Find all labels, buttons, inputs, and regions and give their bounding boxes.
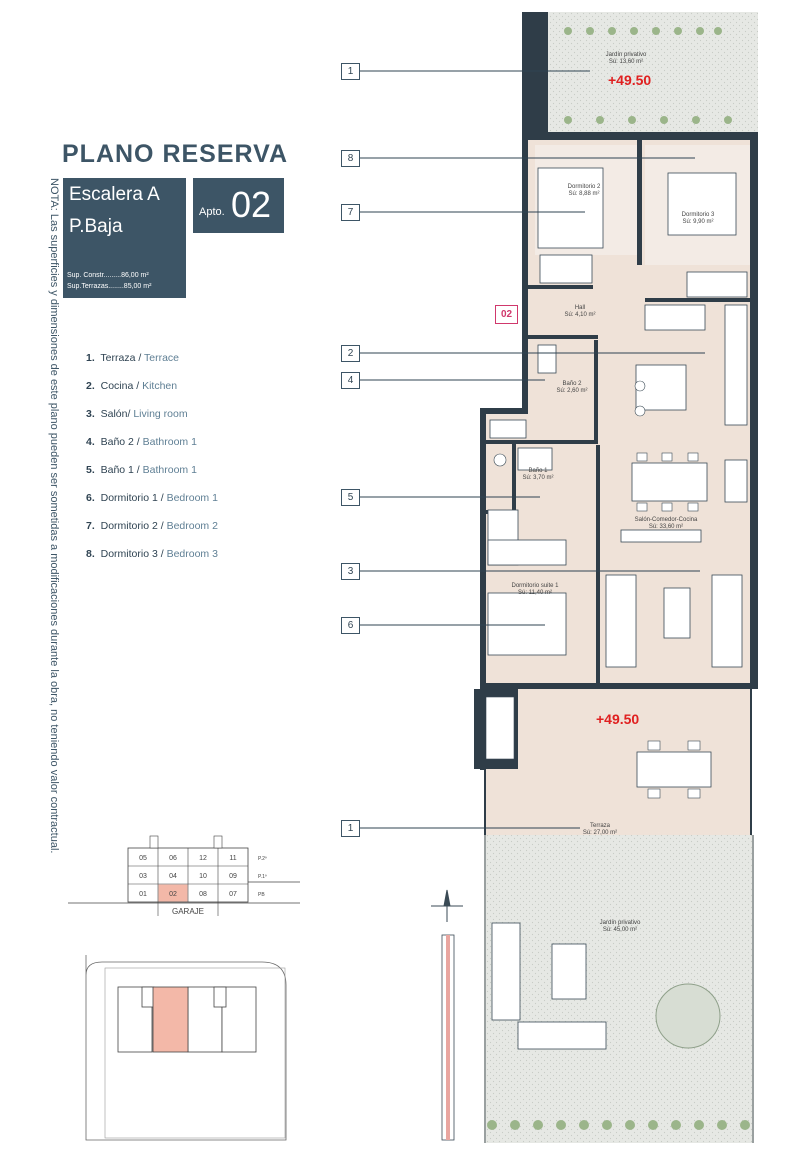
svg-text:Sú: 11,40 m²: Sú: 11,40 m² [518, 590, 552, 596]
svg-text:10: 10 [199, 873, 207, 880]
svg-text:12: 12 [199, 855, 207, 862]
svg-text:Sú: 45,00 m²: Sú: 45,00 m² [603, 927, 637, 933]
callout-cocina: 2 [341, 345, 360, 362]
svg-text:05: 05 [139, 855, 147, 862]
svg-text:02: 02 [169, 891, 177, 898]
svg-text:Baño 2: Baño 2 [562, 381, 582, 387]
svg-text:04: 04 [169, 873, 177, 880]
svg-text:09: 09 [229, 873, 237, 880]
sup-constr: Sup. Constr.........86,00 m² [67, 272, 149, 279]
callout-terraza: 1 [341, 63, 360, 80]
page-title: PLANO RESERVA [62, 140, 289, 168]
info-box: Escalera A P.Baja Sup. Constr.........86… [63, 178, 186, 298]
svg-text:Sú: 9,90 m²: Sú: 9,90 m² [682, 219, 713, 225]
svg-text:Jardín privativo: Jardín privativo [606, 52, 647, 58]
legend-item: 1. Terraza / Terrace [86, 352, 180, 364]
svg-text:01: 01 [139, 891, 147, 898]
svg-text:11: 11 [229, 855, 236, 862]
svg-text:08: 08 [199, 891, 207, 898]
svg-text:Sú: 8,88 m²: Sú: 8,88 m² [568, 191, 599, 197]
legend-item: 6. Dormitorio 1 / Bedroom 1 [86, 492, 218, 504]
key-plan: 05 06 12 11 03 04 10 09 01 02 08 07 GARA… [68, 835, 300, 916]
svg-text:P.2º: P.2º [258, 856, 267, 862]
svg-text:Jardín privativo: Jardín privativo [600, 920, 641, 926]
callout-terraza-2: 1 [341, 820, 360, 837]
legend-item: 7. Dormitorio 2 / Bedroom 2 [86, 520, 218, 532]
callout-dorm3: 8 [341, 150, 360, 167]
callout-bano1: 5 [341, 489, 360, 506]
svg-text:Sú: 2,60 m²: Sú: 2,60 m² [556, 388, 587, 394]
svg-text:Salón-Comedor-Cocina: Salón-Comedor-Cocina [635, 517, 698, 523]
apartment-box: Apto. 02 [193, 178, 284, 233]
price-terrace: +49.50 [596, 711, 640, 727]
svg-text:Sú: 13,60 m²: Sú: 13,60 m² [609, 59, 643, 65]
callout-salon: 3 [341, 563, 360, 580]
legend-item: 8. Dormitorio 3 / Bedroom 3 [86, 548, 218, 560]
escalera-label: Escalera A [69, 184, 160, 205]
svg-text:GARAJE: GARAJE [172, 907, 204, 916]
unit-badge: 02 [495, 305, 518, 324]
planta-label: P.Baja [69, 216, 123, 237]
site-plan [85, 955, 287, 1141]
svg-text:06: 06 [169, 855, 177, 862]
callout-dorm2: 7 [341, 204, 360, 221]
legend-item: 3. Salón/ Living room [86, 408, 188, 420]
sup-terrazas: Sup.Terrazas........85,00 m² [67, 283, 152, 290]
price-garden-top: +49.50 [608, 72, 652, 88]
svg-text:P.1º: P.1º [258, 874, 267, 880]
svg-text:Hall: Hall [575, 305, 585, 311]
svg-text:Dormitorio 3: Dormitorio 3 [682, 212, 715, 218]
svg-text:Sú: 4,10 m²: Sú: 4,10 m² [564, 312, 595, 318]
legend-item: 5. Baño 1 / Bathroom 1 [86, 464, 197, 476]
svg-text:Dormitorio suite 1: Dormitorio suite 1 [511, 583, 559, 589]
legend-item: 2. Cocina / Kitchen [86, 380, 178, 392]
svg-text:03: 03 [139, 873, 147, 880]
key-plan-highlight [158, 884, 188, 902]
svg-text:Baño 1: Baño 1 [528, 468, 548, 474]
legend-item: 4. Baño 2 / Bathroom 1 [86, 436, 197, 448]
compass-icon [431, 889, 463, 922]
garden-bottom [484, 835, 754, 1143]
callout-bano2: 4 [341, 372, 360, 389]
svg-text:Sú: 3,70 m²: Sú: 3,70 m² [522, 475, 553, 481]
apartment-label: Apto. [199, 206, 225, 218]
svg-text:Terraza: Terraza [590, 823, 611, 829]
svg-text:PB: PB [258, 892, 265, 898]
svg-text:Sú: 33,60 m²: Sú: 33,60 m² [649, 524, 683, 530]
callout-dorm1: 6 [341, 617, 360, 634]
svg-text:07: 07 [229, 891, 237, 898]
apartment-number: 02 [231, 184, 272, 225]
svg-text:Dormitorio 2: Dormitorio 2 [568, 184, 601, 190]
svg-text:Sú: 27,00 m²: Sú: 27,00 m² [583, 830, 617, 836]
